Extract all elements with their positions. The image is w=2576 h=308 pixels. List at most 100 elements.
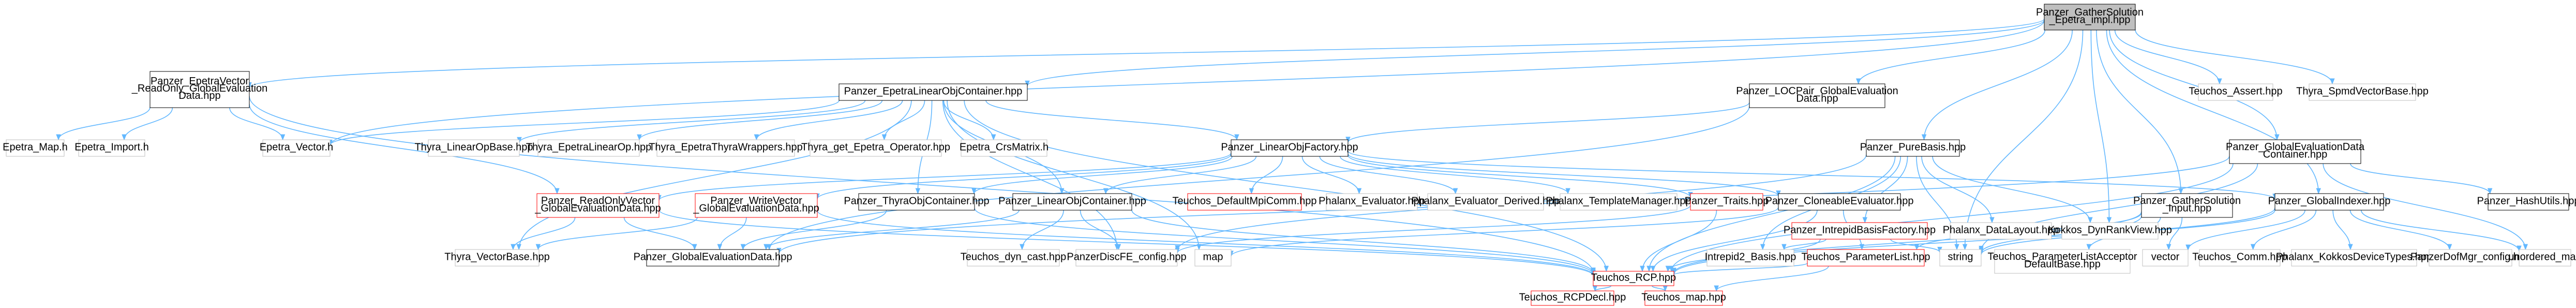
edge-arrowhead [754, 134, 759, 141]
node-n-phalanx-datalayout[interactable]: Phalanx_DataLayout.hpp [1943, 222, 2059, 240]
node-label-line: Phalanx_TemplateManager.hpp [1546, 195, 1691, 207]
node-label-line: Panzer_ThyraObjContainer.hpp [844, 195, 989, 207]
edge-arrowhead [740, 244, 746, 251]
dependency-edge [519, 100, 866, 143]
node-n-thyra-get-epetra[interactable]: Thyra_get_Epetra_Operator.hpp [801, 139, 950, 157]
node-n-teuchos-map[interactable]: Teuchos_map.hpp [1641, 290, 1726, 306]
node-box [1187, 193, 1302, 211]
edge-arrowhead [2517, 245, 2522, 252]
edge-arrowhead [1714, 285, 1719, 292]
node-n-thyra-elo[interactable]: Thyra_EpetraLinearOp.hpp [526, 139, 651, 157]
node-n-param-acceptor[interactable]: Teuchos_ParameterListAcceptorDefaultBase… [1987, 249, 2137, 274]
edge-arrowhead [1989, 217, 1995, 224]
node-n-gather-input[interactable]: Panzer_GatherSolution_Input.hpp [2133, 193, 2241, 218]
edge-arrowhead [1954, 244, 1959, 251]
dependency-edge [756, 100, 903, 140]
node-box [2309, 83, 2416, 101]
node-box [537, 139, 640, 157]
node-n-lo-factory[interactable]: Panzer_LinearObjFactory.hpp [1221, 139, 1358, 157]
node-n-thyra-lop[interactable]: Thyra_LinearOpBase.hpp [414, 139, 533, 157]
node-n-dofmgr-config[interactable]: PanzerDofMgr_config.hpp [2410, 249, 2530, 267]
node-n-ged[interactable]: Panzer_GlobalEvaluationData.hpp [634, 249, 792, 267]
dependency-edge [537, 217, 698, 250]
node-n-elo-container[interactable]: Panzer_EpetraLinearObjContainer.hpp [838, 83, 1028, 101]
node-box [455, 249, 540, 267]
edge-arrowhead [1249, 188, 1254, 195]
node-n-loc-pair[interactable]: Panzer_LOCPair_GlobalEvaluationData.hpp [1736, 83, 1898, 108]
node-label-line: Panzer_GlobalEvaluationData.hpp [634, 251, 792, 262]
node-n-vector[interactable]: vector [2142, 249, 2189, 267]
node-n-hashutils[interactable]: Panzer_HashUtils.hpp [2477, 193, 2576, 211]
node-n-thyra-vectorbase[interactable]: Thyra_VectorBase.hpp [444, 249, 550, 267]
node-n-pure-basis[interactable]: Panzer_PureBasis.hpp [1860, 139, 1966, 157]
node-label-line: Panzer_GatherSolution [2133, 195, 2241, 207]
node-n-cloneable[interactable]: Panzer_CloneableEvaluator.hpp [1765, 193, 1914, 211]
dependency-edge [2188, 210, 2305, 251]
dependency-edge [1027, 20, 2045, 86]
node-n-kokkos-dynrank[interactable]: Kokkos_DynRankView.hpp [2048, 222, 2172, 240]
node-label-line: _ReadOnly_GlobalEvaluation [131, 83, 267, 94]
edge-arrowhead [1640, 266, 1645, 272]
node-n-thyra-etw[interactable]: Thyra_EpetraThyraWrappers.hpp [649, 139, 803, 157]
node-box [1866, 139, 1960, 157]
dependency-edge [883, 100, 925, 140]
node-label-line: map [1203, 251, 1223, 262]
node-n-default-mpi[interactable]: Teuchos_DefaultMpiComm.hpp [1172, 193, 1317, 211]
node-label-line: Phalanx_Evaluator.hpp [1319, 195, 1425, 207]
node-n-phalanx-eval-derived[interactable]: Phalanx_Evaluator_Derived.hpp [1412, 193, 1560, 211]
dependency-edge [513, 217, 576, 250]
node-n-thyra-spmd[interactable]: Thyra_SpmdVectorBase.hpp [2296, 83, 2429, 101]
node-n-rovec-ged[interactable]: Panzer_ReadOnlyVector_GlobalEvaluationDa… [534, 193, 661, 218]
node-n-kokkos-device[interactable]: Phalanx_KokkosDeviceTypes.hpp [2276, 249, 2432, 267]
node-label-line: Panzer_HashUtils.hpp [2477, 195, 2576, 207]
node-box [858, 193, 975, 211]
node-n-param-list[interactable]: Teuchos_ParameterList.hpp [1801, 249, 1930, 267]
node-n-rcpdecl[interactable]: Teuchos_RCPDecl.hpp [1519, 290, 1626, 306]
edge-arrowhead [2523, 244, 2528, 251]
dependency-edge [249, 18, 2045, 88]
dependency-edge [1932, 156, 2091, 223]
node-n-global-indexer[interactable]: Panzer_GlobalIndexer.hpp [2268, 193, 2391, 211]
edge-arrowhead [637, 134, 642, 141]
node-n-epetra-vector[interactable]: Epetra_Vector.h [260, 139, 333, 157]
node-box [2229, 139, 2361, 164]
node-n-epetra-crs[interactable]: Epetra_CrsMatrix.h [960, 139, 1049, 157]
node-n-thyra-obj-container[interactable]: Panzer_ThyraObjContainer.hpp [844, 193, 990, 211]
node-n-lo-container[interactable]: Panzer_LinearObjContainer.hpp [998, 193, 1146, 211]
node-n-teuchos-comm[interactable]: Teuchos_Comm.hpp [2192, 249, 2287, 267]
node-n-teuchos-assert[interactable]: Teuchos_Assert.hpp [2189, 83, 2283, 101]
node-box [2061, 222, 2159, 240]
node-n-unordered-map[interactable]: unordered_map [2508, 249, 2576, 267]
node-n-phalanx-evaluator[interactable]: Phalanx_Evaluator.hpp [1319, 193, 1425, 211]
dependency-edge [2096, 30, 2181, 194]
node-label-line: Intrepid2_Basis.hpp [1705, 251, 1796, 262]
node-label-line: Kokkos_DynRankView.hpp [2048, 224, 2172, 236]
node-n-phalanx-tm[interactable]: Phalanx_TemplateManager.hpp [1546, 193, 1691, 211]
dependency-edge [766, 210, 1020, 250]
node-n-dyn-cast[interactable]: Teuchos_dyn_cast.hpp [961, 249, 1067, 267]
node-n-epetra-map[interactable]: Epetra_Map.h [3, 139, 68, 157]
node-label-line: Data.hpp [1796, 93, 1838, 105]
node-n-rovec-epetra[interactable]: Panzer_EpetraVector_ReadOnly_GlobalEvalu… [131, 71, 267, 108]
node-label-line: Panzer_CloneableEvaluator.hpp [1765, 195, 1914, 207]
edge-arrowhead [1234, 134, 1239, 141]
node-n-epetra-import[interactable]: Epetra_Import.h [74, 139, 149, 157]
dependency-edge [1921, 156, 1993, 223]
node-label-line: unordered_map [2508, 251, 2576, 262]
node-n-intrepid-basis-factory[interactable]: Panzer_IntrepidBasisFactory.hpp [1784, 222, 1936, 240]
edge-arrowhead [1103, 188, 1109, 195]
node-root[interactable]: Panzer_GatherSolution_Epetra_impl.hpp [2036, 4, 2144, 31]
node-n-config[interactable]: PanzerDiscFE_config.hpp [1067, 249, 1187, 267]
edge-arrowhead [763, 244, 769, 251]
node-n-string[interactable]: string [1939, 249, 1982, 267]
node-n-intrepid-basis[interactable]: Intrepid2_Basis.hpp [1705, 249, 1796, 267]
node-n-rcp[interactable]: Teuchos_RCP.hpp [1591, 271, 1676, 286]
edge-arrowhead [2447, 244, 2452, 251]
node-n-wvec-ged[interactable]: Panzer_WriteVector_GlobalEvaluationData.… [693, 193, 819, 218]
dependency-edge [124, 107, 173, 140]
node-n-traits[interactable]: Panzer_Traits.hpp [1685, 193, 1769, 211]
node-box [1778, 193, 1901, 211]
node-n-map[interactable]: map [1194, 249, 1232, 267]
